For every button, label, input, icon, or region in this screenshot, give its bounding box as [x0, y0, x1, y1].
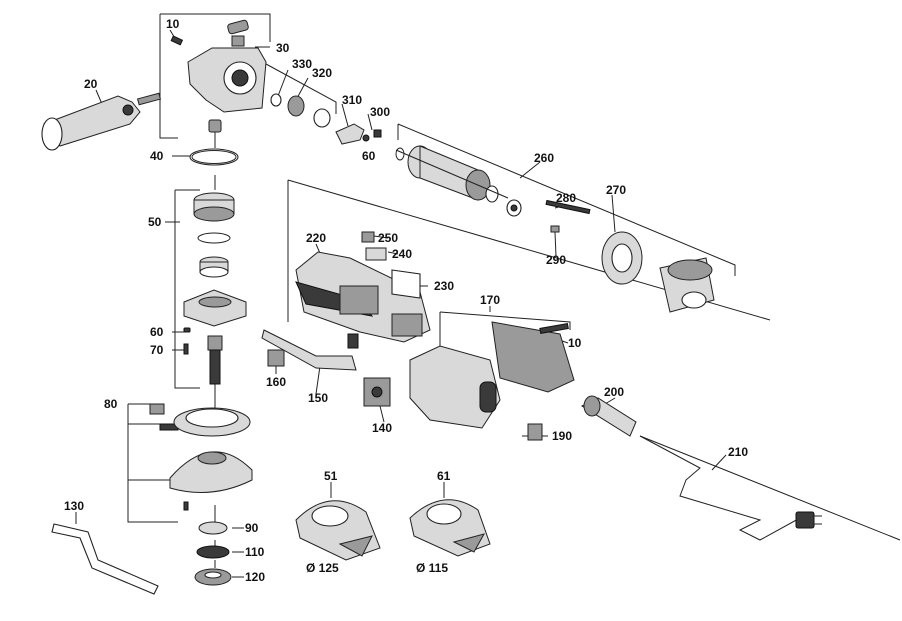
- label-diameter-115: Ø 115: [416, 561, 448, 575]
- label-110: 110: [245, 545, 265, 559]
- o-ring-40: [189, 148, 239, 166]
- part-labels: 10 30 20 330 320 310 300 60 40 260 50 28…: [64, 17, 748, 584]
- side-handle-20: [41, 92, 162, 151]
- label-230: 230: [434, 279, 454, 293]
- flanges-90-110-120: [194, 521, 232, 586]
- motor-housing-220: [295, 251, 431, 349]
- label-diameter-125: Ø 125: [306, 561, 339, 575]
- guard-assembly-80: [149, 403, 253, 511]
- power-cord-210: [639, 435, 822, 541]
- label-140: 140: [372, 421, 392, 435]
- label-200: 200: [604, 385, 624, 399]
- switch-housing-170: [409, 321, 575, 429]
- label-270: 270: [606, 183, 626, 197]
- label-80: 80: [104, 397, 118, 411]
- switch-parts-150-160: [261, 329, 357, 371]
- label-150: 150: [308, 391, 328, 405]
- label-240: 240: [392, 247, 412, 261]
- cable-guard-200: [580, 395, 637, 437]
- gear-housing-30: [187, 19, 267, 113]
- spanner-wrench-130: [51, 523, 159, 595]
- label-320: 320: [312, 66, 332, 80]
- label-250: 250: [378, 231, 398, 245]
- label-20: 20: [84, 77, 98, 91]
- label-30: 30: [276, 41, 290, 55]
- electronics-module-140: [363, 377, 391, 407]
- label-10-mid: 10: [568, 336, 582, 350]
- label-300: 300: [370, 105, 390, 119]
- label-170: 170: [480, 293, 500, 307]
- guard-51: [295, 500, 381, 561]
- label-190: 190: [552, 429, 572, 443]
- screws-280-290: [545, 199, 591, 233]
- bracket-lines: [127, 13, 901, 568]
- brush-holders-240-250: [361, 231, 387, 261]
- label-70: 70: [150, 343, 164, 357]
- label-160: 160: [266, 375, 286, 389]
- label-290: 290: [546, 253, 566, 267]
- spindle-assembly-50: [183, 192, 247, 385]
- label-280: 280: [556, 191, 576, 205]
- label-40: 40: [150, 149, 164, 163]
- label-60-mid: 60: [150, 325, 164, 339]
- label-310: 310: [342, 93, 362, 107]
- armature-260: [395, 145, 522, 217]
- label-10-top: 10: [166, 17, 180, 31]
- guard-61: [409, 499, 491, 557]
- screw-10-top: [170, 35, 184, 46]
- label-260: 260: [534, 151, 554, 165]
- spacer-sleeve: [208, 119, 222, 133]
- label-330: 330: [292, 57, 312, 71]
- label-61: 61: [437, 469, 451, 483]
- label-60-top: 60: [362, 149, 376, 163]
- label-130: 130: [64, 499, 84, 513]
- label-plate-230: [391, 269, 421, 299]
- bearing-group-top: [270, 93, 382, 145]
- part-190: [527, 423, 543, 441]
- label-51: 51: [324, 469, 338, 483]
- label-210: 210: [728, 445, 748, 459]
- label-90: 90: [245, 521, 259, 535]
- label-120: 120: [245, 570, 265, 584]
- stator-270: [601, 231, 715, 313]
- label-50: 50: [148, 215, 162, 229]
- label-220: 220: [306, 231, 326, 245]
